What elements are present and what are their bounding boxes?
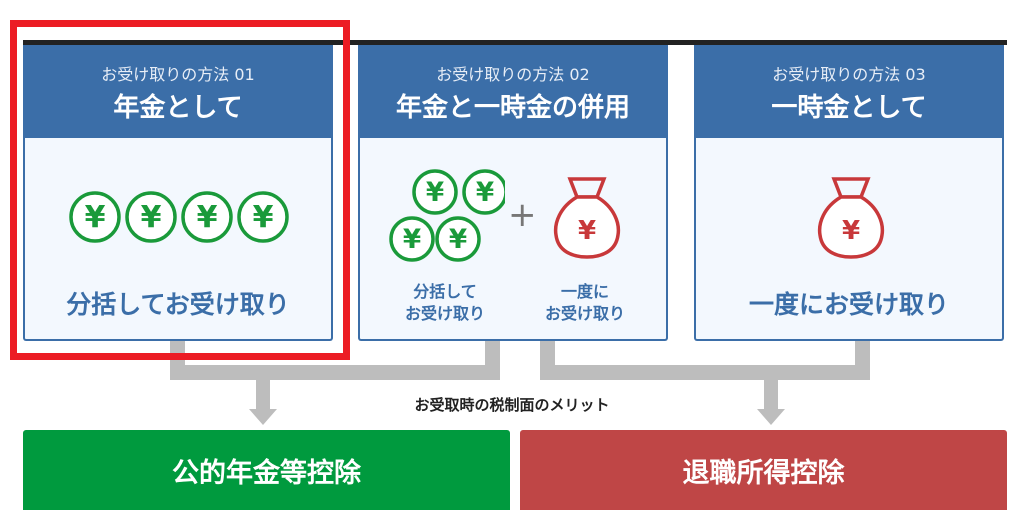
result-label: 退職所得控除 bbox=[682, 457, 845, 489]
coin bbox=[435, 216, 481, 262]
bag-neck bbox=[567, 177, 607, 199]
result-label: 公的年金等控除 bbox=[172, 457, 361, 489]
yen-symbol: ¥ bbox=[85, 200, 106, 235]
money-bag-icon: ¥ bbox=[553, 177, 621, 259]
result-retirement-income-deduction: 退職所得控除 bbox=[520, 430, 1007, 510]
method-number: お受け取りの方法 02 bbox=[436, 65, 590, 84]
method-description-line: 分括して bbox=[413, 282, 477, 301]
bag-body bbox=[553, 195, 621, 259]
plus-icon: + bbox=[508, 195, 537, 235]
connector bbox=[764, 380, 778, 409]
method-description-line: お受け取り bbox=[544, 304, 625, 323]
yen-coins-icon: ¥ ¥ ¥ ¥ bbox=[69, 191, 289, 243]
bag-body bbox=[817, 195, 885, 259]
yen-symbol: ¥ bbox=[403, 225, 421, 255]
yen-symbol: ¥ bbox=[476, 178, 494, 208]
result-public-pension-deduction: 公的年金等控除 bbox=[23, 430, 510, 510]
coin bbox=[412, 169, 458, 215]
arrow-down-icon bbox=[757, 409, 785, 425]
money-bag-icon: ¥ bbox=[817, 177, 885, 259]
method-description-line: お受け取り bbox=[404, 304, 485, 323]
method-description-line: 一度に bbox=[560, 282, 609, 301]
tax-merit-label: お受取時の税制面のメリット bbox=[414, 396, 610, 414]
coin bbox=[125, 191, 177, 243]
connector bbox=[170, 365, 500, 380]
connector bbox=[256, 380, 270, 409]
connector bbox=[540, 365, 870, 380]
coin bbox=[181, 191, 233, 243]
yen-symbol: ¥ bbox=[426, 178, 444, 208]
method-description: 一度にお受け取り bbox=[748, 290, 949, 319]
yen-symbol: ¥ bbox=[197, 200, 218, 235]
method-number: お受け取りの方法 01 bbox=[101, 65, 255, 84]
coin bbox=[389, 216, 435, 262]
method-number: お受け取りの方法 03 bbox=[772, 65, 926, 84]
method-title: 年金と一時金の併用 bbox=[395, 93, 630, 123]
yen-symbol: ¥ bbox=[253, 200, 274, 235]
method-card-lump-sum[interactable]: お受け取りの方法 03 一時金として ¥ 一度にお受け取り bbox=[694, 45, 1004, 341]
yen-symbol: ¥ bbox=[449, 225, 467, 255]
method-card-pension[interactable]: お受け取りの方法 01 年金として ¥ ¥ ¥ ¥ 分括してお受け取り bbox=[23, 45, 333, 341]
method-title: 年金として bbox=[113, 93, 243, 123]
yen-symbol: ¥ bbox=[578, 216, 596, 246]
arrow-down-icon bbox=[249, 409, 277, 425]
yen-symbol: ¥ bbox=[842, 216, 860, 246]
method-title: 一時金として bbox=[771, 93, 927, 123]
coin bbox=[69, 191, 121, 243]
yen-symbol: ¥ bbox=[141, 200, 162, 235]
yen-coins-icon: ¥¥¥¥ bbox=[389, 169, 505, 262]
coin bbox=[237, 191, 289, 243]
selection-highlight bbox=[10, 20, 350, 360]
coin bbox=[462, 169, 505, 215]
top-divider bbox=[23, 40, 1007, 45]
bag-neck bbox=[831, 177, 871, 199]
method-description: 分括してお受け取り bbox=[66, 290, 290, 319]
